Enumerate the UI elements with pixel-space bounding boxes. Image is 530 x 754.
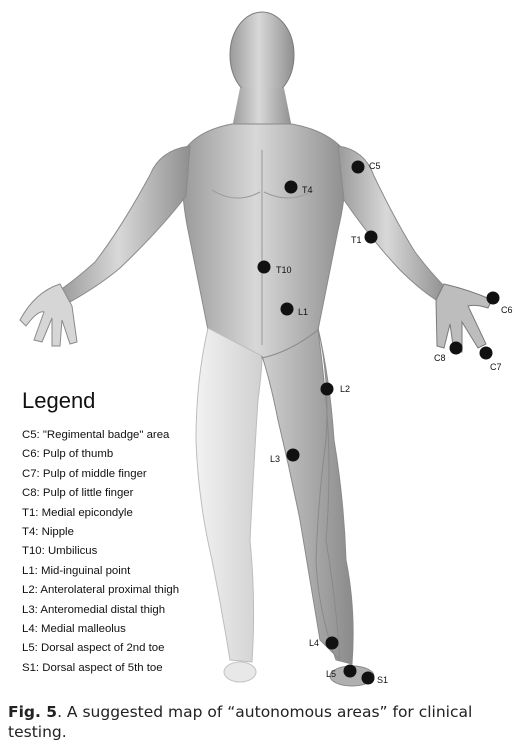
legend-item: L5: Dorsal aspect of 2nd toe — [22, 642, 165, 655]
point-c6 — [486, 291, 500, 305]
legend-item: T4: Nipple — [22, 526, 74, 539]
legend-item: S1: Dorsal aspect of 5th toe — [22, 661, 163, 674]
neck — [232, 88, 292, 128]
point-label-c7: C7 — [490, 362, 502, 372]
point-label-t1: T1 — [351, 235, 362, 245]
point-label-l2: L2 — [340, 384, 350, 394]
figure-number: Fig. 5 — [8, 703, 58, 721]
legend-item: L1: Mid-inguinal point — [22, 564, 131, 577]
legend: Legend C5: "Regimental badge" area C6: P… — [22, 388, 252, 678]
legend-item: L4: Medial malleolus — [22, 623, 126, 636]
point-label-l4: L4 — [309, 638, 319, 648]
left-leg — [195, 327, 263, 663]
legend-title: Legend — [22, 388, 96, 413]
right-leg — [261, 327, 354, 665]
legend-item: C8: Pulp of little finger — [22, 487, 134, 500]
legend-item: L2: Anterolateral proximal thigh — [22, 584, 180, 597]
point-label-c6: C6 — [501, 305, 513, 315]
legend-item: T1: Medial epicondyle — [22, 506, 133, 519]
left-arm — [59, 145, 191, 303]
legend-item: C7: Pulp of middle finger — [22, 467, 147, 480]
legend-item: L3: Anteromedial distal thigh — [22, 603, 166, 616]
point-label-s1: S1 — [377, 675, 388, 685]
point-label-l1: L1 — [298, 307, 308, 317]
point-s1 — [361, 671, 375, 685]
right-arm — [337, 145, 447, 301]
point-t1 — [364, 230, 378, 244]
point-label-t10: T10 — [276, 265, 292, 275]
left-hand — [19, 283, 78, 347]
point-l4 — [325, 636, 339, 650]
point-label-c8: C8 — [434, 353, 446, 363]
legend-item: C5: "Regimental badge" area — [22, 429, 170, 441]
point-t10 — [257, 260, 271, 274]
point-c8 — [449, 341, 463, 355]
body-silhouette — [19, 11, 493, 687]
legend-item: C6: Pulp of thumb — [22, 448, 114, 461]
head — [229, 11, 295, 99]
point-c7 — [479, 346, 493, 360]
left-foot — [223, 661, 257, 683]
point-t4 — [284, 180, 298, 194]
point-c5 — [351, 160, 365, 174]
point-label-c5: C5 — [369, 161, 381, 171]
point-l3 — [286, 448, 300, 462]
torso — [181, 123, 346, 359]
right-hand — [435, 283, 493, 353]
legend-item: T10: Umbilicus — [22, 545, 98, 558]
point-label-t4: T4 — [302, 185, 313, 195]
figure-caption: Fig. 5. A suggested map of “autonomous a… — [8, 702, 523, 742]
caption-text: . A suggested map of “autonomous areas” … — [8, 703, 473, 741]
point-label-l3: L3 — [270, 454, 280, 464]
point-label-l5: L5 — [326, 669, 336, 679]
point-l5 — [343, 664, 357, 678]
point-l1 — [280, 302, 294, 316]
chest-detail — [211, 189, 315, 199]
point-l2 — [320, 382, 334, 396]
